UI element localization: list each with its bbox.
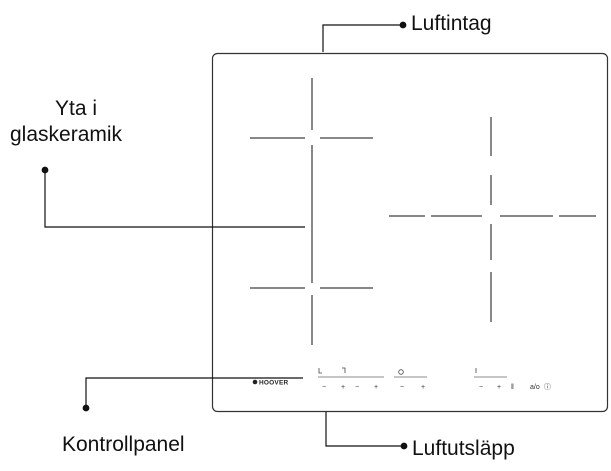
callout-surface xyxy=(41,166,305,228)
timer-minus-button[interactable]: − xyxy=(400,384,404,391)
zone-front-left-icon xyxy=(318,368,322,374)
label-air-intake: Luftintag xyxy=(411,12,492,35)
left-cooking-zones xyxy=(250,78,373,345)
callout-air-outlet xyxy=(325,412,408,450)
left-zone-2-minus-button[interactable]: − xyxy=(355,384,359,391)
brand-name: HOOVER xyxy=(259,380,288,387)
control-panel: HOOVER − + − + − + − + ‖ xyxy=(252,367,551,391)
left-zone-1-plus-button[interactable]: + xyxy=(341,384,345,391)
zone-rear-left-icon xyxy=(342,367,346,373)
callout-control-panel xyxy=(82,377,303,412)
timer-icon xyxy=(398,369,404,375)
label-air-outlet: Luftutsläpp xyxy=(412,437,515,460)
label-surface-line2: glaskeramik xyxy=(10,123,123,146)
right-cooking-zone xyxy=(389,117,596,322)
power-button[interactable]: ⓘ xyxy=(544,383,551,391)
right-zone-minus-button[interactable]: − xyxy=(479,384,483,391)
lock-button[interactable]: a/o xyxy=(530,384,540,391)
timer-plus-button[interactable]: + xyxy=(421,384,425,391)
brand-logo-icon xyxy=(252,379,258,385)
left-zone-2-plus-button[interactable]: + xyxy=(374,384,378,391)
right-zone-plus-button[interactable]: + xyxy=(497,384,501,391)
left-zone-1-minus-button[interactable]: − xyxy=(322,384,326,391)
label-control-panel: Kontrollpanel xyxy=(62,433,185,456)
callout-air-intake xyxy=(322,21,407,52)
hob-body xyxy=(211,52,609,413)
label-surface-line1: Yta i xyxy=(55,97,98,120)
pause-button[interactable]: ‖ xyxy=(511,384,514,391)
